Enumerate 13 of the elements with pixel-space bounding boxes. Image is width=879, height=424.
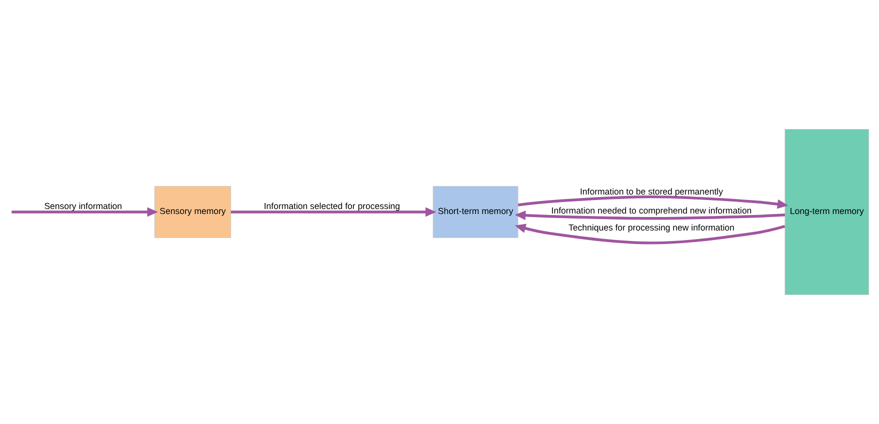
edge-label: Information selected for processing	[263, 201, 400, 212]
edge-label: Information needed to comprehend new information	[550, 206, 752, 216]
arrow	[11, 207, 158, 217]
arrow	[517, 195, 788, 209]
node-box: Short-term memory	[432, 186, 518, 238]
arrow	[514, 224, 785, 244]
arrow	[514, 210, 785, 220]
edge-label: Techniques for processing new information	[568, 222, 734, 233]
edge-label: Information to be stored permanently	[579, 186, 722, 196]
node-box: Sensory memory	[154, 186, 231, 238]
node-box: Long-term memory	[784, 128, 869, 296]
edge-label: Sensory information	[44, 201, 122, 212]
arrow	[230, 207, 436, 217]
